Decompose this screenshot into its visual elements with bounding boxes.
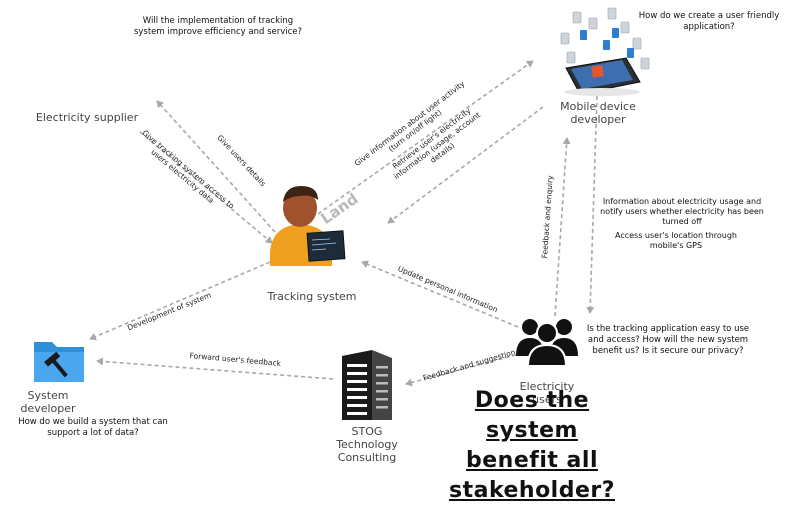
building-icon bbox=[342, 350, 392, 420]
edge-label-access-location: Access user's location through mobile's … bbox=[614, 231, 737, 250]
node-electricity-users: Electricity users bbox=[519, 380, 575, 406]
arrow-mobile-to-tracking bbox=[387, 106, 544, 224]
question-system-developer: How do we build a system that can suppor… bbox=[18, 417, 168, 438]
edge-label-info-usage: Information about electricity usage and … bbox=[600, 197, 764, 226]
arrow-users-to-mobile bbox=[554, 137, 571, 317]
arrow-tracking-to-sysdev bbox=[89, 261, 271, 341]
users-group-icon bbox=[516, 319, 578, 367]
arrow-tracking-to-mobile bbox=[317, 60, 534, 215]
arrow-users-to-stog bbox=[405, 354, 517, 387]
mobile-device-icon bbox=[560, 7, 650, 96]
node-electricity-supplier: Electricity supplier bbox=[35, 111, 139, 124]
arrow-stog-to-sysdev bbox=[96, 357, 334, 380]
node-mobile-developer: Mobile device developer bbox=[560, 100, 636, 126]
tracking-person-icon bbox=[270, 186, 346, 266]
question-mobile: How do we create a user friendly applica… bbox=[638, 11, 780, 32]
node-stog: STOG Technology Consulting bbox=[336, 425, 398, 464]
arrow-supplier-to-tracking bbox=[139, 131, 273, 244]
question-supplier: Will the implementation of tracking syst… bbox=[133, 16, 303, 37]
folder-hammer-icon bbox=[34, 342, 84, 382]
arrow-mobile-to-users bbox=[586, 95, 598, 314]
node-system-developer: System developer bbox=[20, 389, 76, 415]
arrow-users-to-tracking bbox=[361, 260, 519, 328]
arrow-tracking-to-supplier bbox=[156, 100, 276, 233]
node-tracking-system: Tracking system bbox=[267, 290, 357, 303]
headline: Does the system benefit all stakeholder? bbox=[448, 388, 615, 503]
question-users: Is the tracking application easy to use … bbox=[586, 324, 750, 356]
